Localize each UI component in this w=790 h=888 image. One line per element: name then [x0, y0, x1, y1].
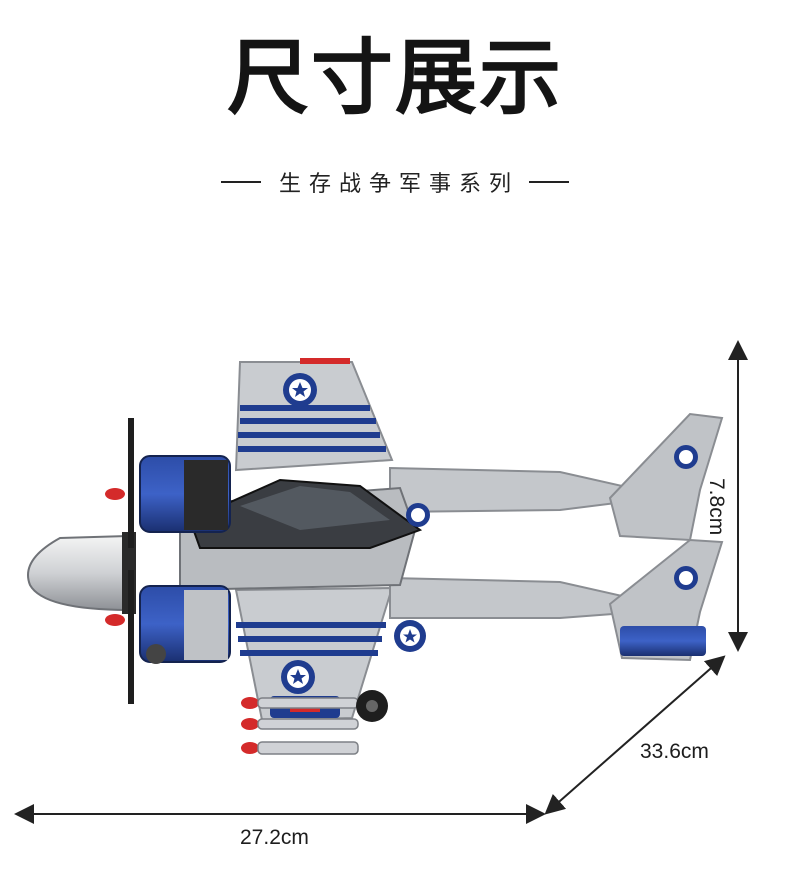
roundel-icon [283, 373, 317, 407]
dimension-height-label: 7.8cm [705, 478, 728, 536]
lower-tail-boom [389, 576, 641, 619]
nose-wheel-icon [146, 644, 166, 664]
page-title: 尺寸展示 [226, 31, 563, 126]
dimension-width-label: 27.2cm [240, 826, 309, 849]
roundel-icon [281, 660, 315, 694]
aircraft-model [27, 358, 724, 755]
cockpit-glass [240, 486, 390, 530]
landing-wheel-icon [356, 690, 388, 722]
warhead-tips [105, 488, 259, 754]
upper-tail-fin [608, 412, 724, 542]
dimension-length-label: 33.6cm [640, 740, 709, 763]
roundel-icon [406, 503, 430, 527]
upper-tail-boom [389, 466, 641, 514]
tail-elevator [620, 626, 706, 656]
subtitle-line-left [220, 181, 261, 183]
roundel-icon [394, 620, 426, 652]
lower-propeller [128, 570, 134, 704]
page-subtitle: 生存战争军事系列 [278, 172, 519, 197]
subtitle-row: 生存战争军事系列 [0, 166, 790, 198]
roundel-icon [674, 566, 698, 590]
nose-cone [27, 534, 131, 612]
roundel-icon [674, 445, 698, 469]
missiles [257, 697, 359, 755]
length-dimension-arrow [544, 655, 726, 815]
subtitle-line-right [529, 181, 569, 183]
upper-propeller [128, 418, 134, 548]
lower-engine-housing [184, 590, 228, 660]
upper-wing [234, 361, 394, 472]
upper-wing-stripes [238, 358, 386, 452]
upper-engine-housing [184, 460, 228, 530]
